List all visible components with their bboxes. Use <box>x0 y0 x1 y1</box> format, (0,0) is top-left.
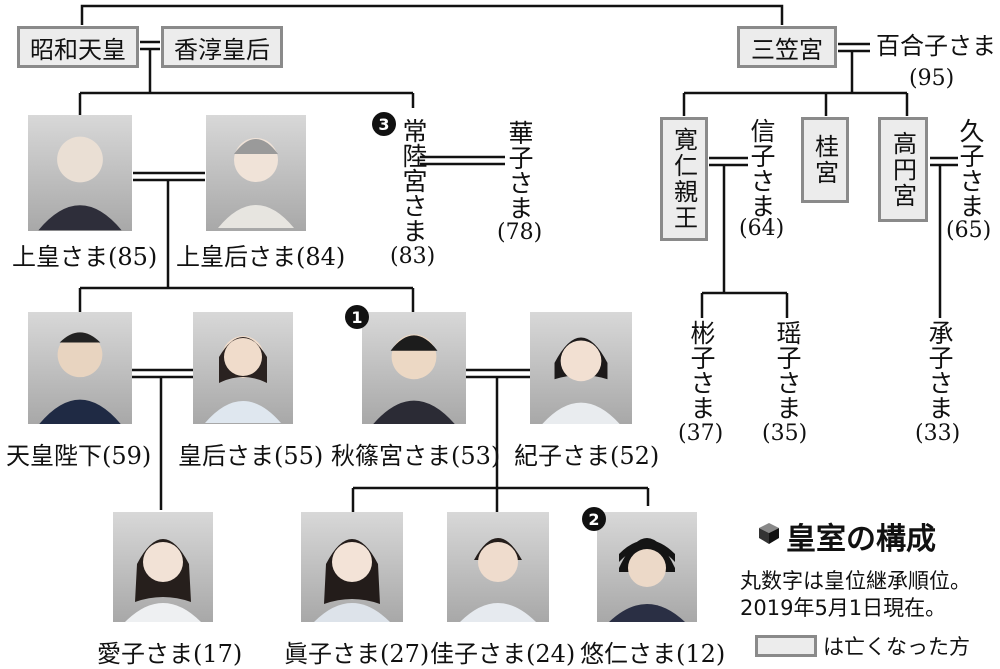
legend-deceased-swatch <box>755 635 817 657</box>
age-hanako: (78) <box>497 220 543 245</box>
legend-note-date: 2019年5月1日現在。 <box>740 596 947 620</box>
name-yuriko: 百合子さま <box>876 32 996 60</box>
box-kojun-kogo: 香淳皇后 <box>161 26 283 68</box>
name-jokougo: 上皇后さま(84) <box>176 243 346 271</box>
name-jokou: 上皇さま(85) <box>12 243 158 271</box>
succession-badge-hisahito: 2 <box>582 507 606 531</box>
name-hanako: 華子さま <box>505 120 534 220</box>
age-akiko: (37) <box>678 421 724 446</box>
box-label: 寛仁親王 <box>669 127 698 231</box>
name-aiko: 愛子さま(17) <box>97 640 243 668</box>
name-kako: 佳子さま(24) <box>430 640 576 668</box>
portrait-kogo <box>193 312 293 424</box>
legend-title: 皇室の構成 <box>786 522 936 557</box>
age-hisako: (65) <box>946 218 992 243</box>
portrait-tenno <box>28 312 132 424</box>
name-hisako: 久子さま <box>956 118 985 218</box>
box-label: 香淳皇后 <box>174 35 270 64</box>
name-kiko: 紀子さま(52) <box>514 442 660 470</box>
name-nobuko: 信子さま <box>747 118 776 218</box>
legend-note-succession: 丸数字は皇位継承順位。 <box>740 569 971 593</box>
box-tomohito-shinno: 寛仁親王 <box>660 117 708 241</box>
cube-icon <box>757 521 781 545</box>
box-label: 三笠宮 <box>751 35 823 64</box>
portrait-mako <box>301 512 403 622</box>
portrait-kako <box>447 512 549 622</box>
box-label: 高円宮 <box>888 130 917 209</box>
name-tenno: 天皇陛下(59) <box>6 442 152 470</box>
portrait-kiko <box>530 312 632 424</box>
name-akishino: 秋篠宮さま(53) <box>331 442 501 470</box>
box-mikasa-no-miya: 三笠宮 <box>737 26 837 68</box>
portrait-akishino <box>362 312 466 424</box>
name-yoko: 瑶子さま <box>773 320 802 420</box>
box-takamado-no-miya: 高円宮 <box>878 117 928 222</box>
portrait-hisahito <box>597 512 697 622</box>
age-yuriko: (95) <box>909 66 955 91</box>
succession-badge-akishino: 1 <box>345 305 369 329</box>
box-label: 桂宮 <box>810 134 839 186</box>
portrait-jokougo <box>206 115 306 231</box>
box-showa-tenno: 昭和天皇 <box>17 26 139 68</box>
age-yoko: (35) <box>762 421 808 446</box>
portrait-jokou <box>28 115 132 231</box>
box-label: 昭和天皇 <box>30 35 126 64</box>
name-hisahito: 悠仁さま(12) <box>580 640 726 668</box>
age-nobuko: (64) <box>739 216 785 241</box>
name-akiko: 彬子さま <box>687 320 716 420</box>
box-katsura-no-miya: 桂宮 <box>801 117 849 203</box>
age-hitachi: (83) <box>390 244 436 269</box>
legend-note-deceased: は亡くなった方 <box>823 635 970 659</box>
succession-badge-hitachi: 3 <box>372 112 396 136</box>
name-kogo: 皇后さま(55) <box>178 442 324 470</box>
name-hitachi: 常陸宮さま <box>399 118 428 243</box>
name-tsuguko: 承子さま <box>925 320 954 420</box>
portrait-aiko <box>113 512 213 622</box>
name-mako: 眞子さま(27) <box>284 640 430 668</box>
age-tsuguko: (33) <box>915 421 961 446</box>
